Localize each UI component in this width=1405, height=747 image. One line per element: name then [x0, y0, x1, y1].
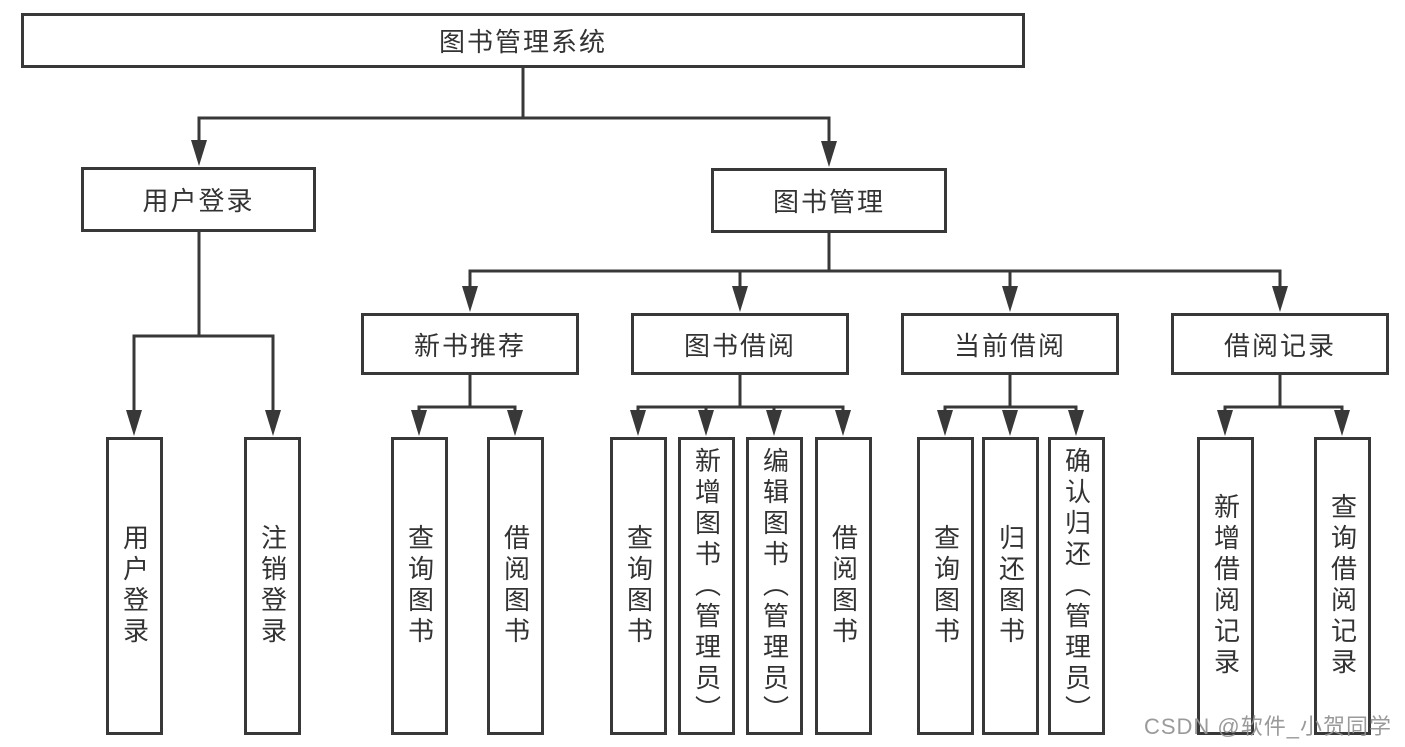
leaf-logout: 注销登录 — [244, 437, 301, 735]
node-user-login-label: 用户登录 — [142, 186, 255, 216]
node-current-borrow: 当前借阅 — [901, 313, 1119, 375]
leaf-add-borrow-record-label: 新增借阅记录 — [1210, 493, 1241, 679]
node-book-borrow-label: 图书借阅 — [683, 330, 796, 361]
leaf-return-book: 归还图书 — [982, 437, 1039, 735]
node-borrow-records-label: 借阅记录 — [1223, 330, 1336, 361]
leaf-query-books-borrow: 查询图书 — [610, 437, 667, 735]
arrow-down-icon — [507, 410, 523, 436]
arrow-down-icon — [821, 141, 837, 167]
leaf-borrow-books: 借阅图书 — [815, 437, 872, 735]
arrow-down-icon — [126, 410, 142, 436]
arrow-down-icon — [732, 286, 748, 312]
leaf-add-book-admin: 新增图书（管理员） — [678, 437, 735, 735]
node-root: 图书管理系统 — [21, 13, 1025, 68]
node-book-borrow: 图书借阅 — [631, 313, 849, 375]
leaf-borrow-books-recommend: 借阅图书 — [487, 437, 544, 735]
node-root-label: 图书管理系统 — [438, 27, 607, 57]
node-new-book-recommend-label: 新书推荐 — [413, 330, 526, 361]
arrow-down-icon — [630, 410, 646, 436]
leaf-query-borrow-record: 查询借阅记录 — [1314, 437, 1371, 735]
leaf-logout-label: 注销登录 — [257, 524, 288, 648]
leaf-return-book-label: 归还图书 — [995, 524, 1026, 648]
arrow-down-icon — [1002, 410, 1018, 436]
leaf-confirm-return-admin-label: 确认归还（管理员） — [1061, 446, 1092, 726]
leaf-edit-book-admin-label: 编辑图书（管理员） — [759, 446, 790, 726]
leaf-borrow-books-recommend-label: 借阅图书 — [500, 524, 531, 648]
leaf-user-login: 用户登录 — [106, 437, 163, 735]
connector-userlogin-to-leaves — [132, 232, 275, 417]
connector-root-to-level2 — [197, 68, 831, 148]
leaf-add-borrow-record: 新增借阅记录 — [1197, 437, 1254, 735]
arrow-down-icon — [698, 410, 714, 436]
node-borrow-records: 借阅记录 — [1171, 313, 1389, 375]
arrow-down-icon — [1334, 410, 1350, 436]
leaf-user-login-label: 用户登录 — [119, 524, 150, 648]
leaf-borrow-books-label: 借阅图书 — [828, 524, 859, 648]
node-new-book-recommend: 新书推荐 — [361, 313, 579, 375]
arrow-down-icon — [766, 410, 782, 436]
node-current-borrow-label: 当前借阅 — [953, 330, 1066, 361]
arrow-down-icon — [411, 410, 427, 436]
leaf-edit-book-admin: 编辑图书（管理员） — [746, 437, 803, 735]
arrow-down-icon — [462, 286, 478, 312]
node-user-login: 用户登录 — [81, 167, 316, 232]
watermark: CSDN @软件_小贺同学 — [1143, 714, 1392, 739]
leaf-query-books-current: 查询图书 — [917, 437, 974, 735]
arrow-down-icon — [1272, 286, 1288, 312]
node-book-management: 图书管理 — [711, 168, 947, 233]
leaf-add-book-admin-label: 新增图书（管理员） — [691, 446, 722, 726]
leaf-query-books-recommend-label: 查询图书 — [404, 524, 435, 648]
arrow-down-icon — [265, 410, 281, 436]
arrow-down-icon — [937, 410, 953, 436]
arrow-down-icon — [1068, 410, 1084, 436]
connector-level3-to-leaves — [417, 375, 1344, 417]
leaf-confirm-return-admin: 确认归还（管理员） — [1048, 437, 1105, 735]
leaf-query-borrow-record-label: 查询借阅记录 — [1327, 493, 1358, 679]
node-book-management-label: 图书管理 — [772, 187, 885, 217]
leaf-query-books-current-label: 查询图书 — [930, 524, 961, 648]
connector-bookmgmt-to-level3 — [468, 233, 1282, 293]
arrow-down-icon — [191, 140, 207, 166]
leaf-query-books-borrow-label: 查询图书 — [623, 524, 654, 648]
arrow-down-icon — [835, 410, 851, 436]
leaf-query-books-recommend: 查询图书 — [391, 437, 448, 735]
arrow-down-icon — [1002, 286, 1018, 312]
arrow-down-icon — [1217, 410, 1233, 436]
